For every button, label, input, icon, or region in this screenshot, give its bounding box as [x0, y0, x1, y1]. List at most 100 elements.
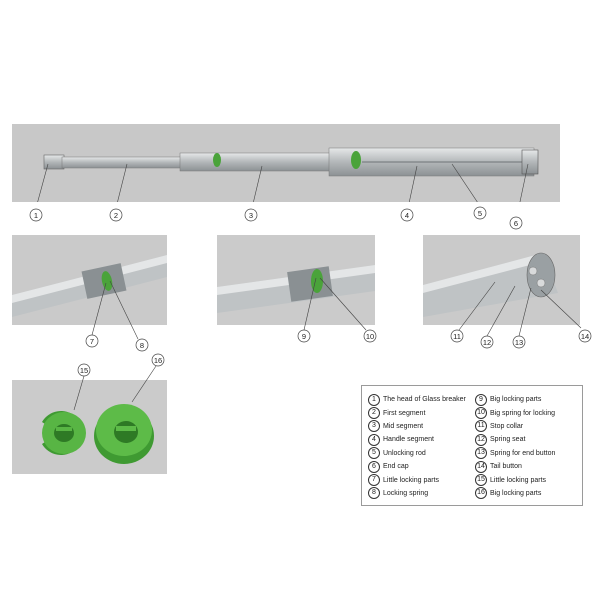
callout-6: 6 [509, 216, 523, 230]
little-locking-part-3d [42, 411, 86, 455]
assembly-callouts: 1 2 3 4 5 6 [29, 206, 523, 230]
mid-segment [179, 152, 346, 172]
svg-text:2: 2 [114, 211, 118, 220]
little-locking-part-green [101, 271, 113, 291]
svg-text:14: 14 [581, 332, 589, 341]
legend-label: Spring for end button [490, 449, 556, 457]
svg-text:3: 3 [249, 211, 253, 220]
legend-number: 5 [368, 447, 380, 460]
callout-10: 10 [363, 329, 377, 343]
svg-text:13: 13 [515, 338, 523, 347]
callout-12: 12 [480, 335, 494, 349]
assembly-drawing [37, 147, 539, 202]
callout-4: 4 [400, 208, 414, 222]
detail-c-callouts: 11 12 13 14 [450, 281, 592, 349]
callout-3: 3 [244, 208, 258, 222]
callout-15: 15 [77, 363, 91, 377]
legend-label: Big spring for locking [490, 409, 555, 417]
legend-number: 4 [368, 433, 380, 446]
callout-14: 14 [578, 329, 592, 343]
first-segment [61, 156, 198, 169]
callout-1: 1 [29, 208, 43, 222]
svg-text:10: 10 [366, 332, 374, 341]
legend-number: 14 [475, 460, 487, 473]
svg-text:4: 4 [405, 211, 409, 220]
little-locking-part-green [213, 153, 221, 167]
legend-number: 12 [475, 433, 487, 446]
locking-parts-view [12, 380, 167, 474]
detail-view-first-joint [12, 235, 167, 325]
svg-text:9: 9 [302, 332, 306, 341]
svg-text:5: 5 [478, 209, 482, 218]
big-locking-part-green [351, 151, 361, 169]
legend-number: 9 [475, 393, 487, 406]
callout-7: 7 [85, 334, 99, 348]
callout-5: 5 [473, 206, 487, 220]
svg-text:6: 6 [514, 219, 518, 228]
legend-label: Little locking parts [383, 476, 440, 484]
legend-label: Unlocking rod [383, 449, 426, 457]
legend-label: Handle segment [383, 436, 434, 444]
legend-number: 10 [475, 407, 487, 420]
legend-number: 13 [475, 447, 487, 460]
legend-label: Mid segment [383, 422, 424, 430]
legend-number: 8 [368, 487, 380, 500]
callout-13: 13 [512, 335, 526, 349]
svg-text:15: 15 [80, 366, 88, 375]
legend-number: 6 [368, 460, 380, 473]
legend-label: Tail button [490, 463, 522, 471]
legend-label: Big locking parts [490, 489, 542, 497]
callout-9: 9 [297, 329, 311, 343]
legend-number: 1 [368, 393, 380, 406]
parts-callouts: 15 16 [73, 353, 165, 411]
legend-label: End cap [383, 463, 409, 471]
svg-text:12: 12 [483, 338, 491, 347]
legend-number: 16 [475, 487, 487, 500]
svg-text:16: 16 [154, 356, 162, 365]
legend-number: 11 [475, 420, 487, 433]
end-cap [521, 149, 539, 175]
svg-text:1: 1 [34, 211, 38, 220]
legend-number: 7 [368, 474, 380, 487]
callout-16: 16 [151, 353, 165, 367]
legend-number: 2 [368, 407, 380, 420]
callout-8: 8 [135, 338, 149, 352]
legend-label: The head of Glass breaker [383, 396, 466, 404]
svg-text:7: 7 [90, 337, 94, 346]
svg-text:11: 11 [453, 332, 461, 341]
assembly-view [12, 124, 560, 202]
legend-number: 3 [368, 420, 380, 433]
legend-label: Locking spring [383, 489, 429, 497]
legend-label: First segment [383, 409, 426, 417]
svg-text:8: 8 [140, 341, 144, 350]
detail-view-end-cap [423, 235, 580, 325]
callout-2: 2 [109, 208, 123, 222]
detail-b-callouts: 9 10 [297, 277, 377, 343]
detail-a-callouts: 7 8 [85, 280, 149, 352]
legend-number: 15 [475, 474, 487, 487]
big-locking-part-3d [94, 404, 154, 464]
callout-11: 11 [450, 329, 464, 343]
legend-label: Little locking parts [490, 476, 547, 484]
legend-label: Stop collar [490, 422, 524, 430]
legend-label: Spring seat [490, 436, 526, 444]
legend-label: Big locking parts [490, 396, 542, 404]
